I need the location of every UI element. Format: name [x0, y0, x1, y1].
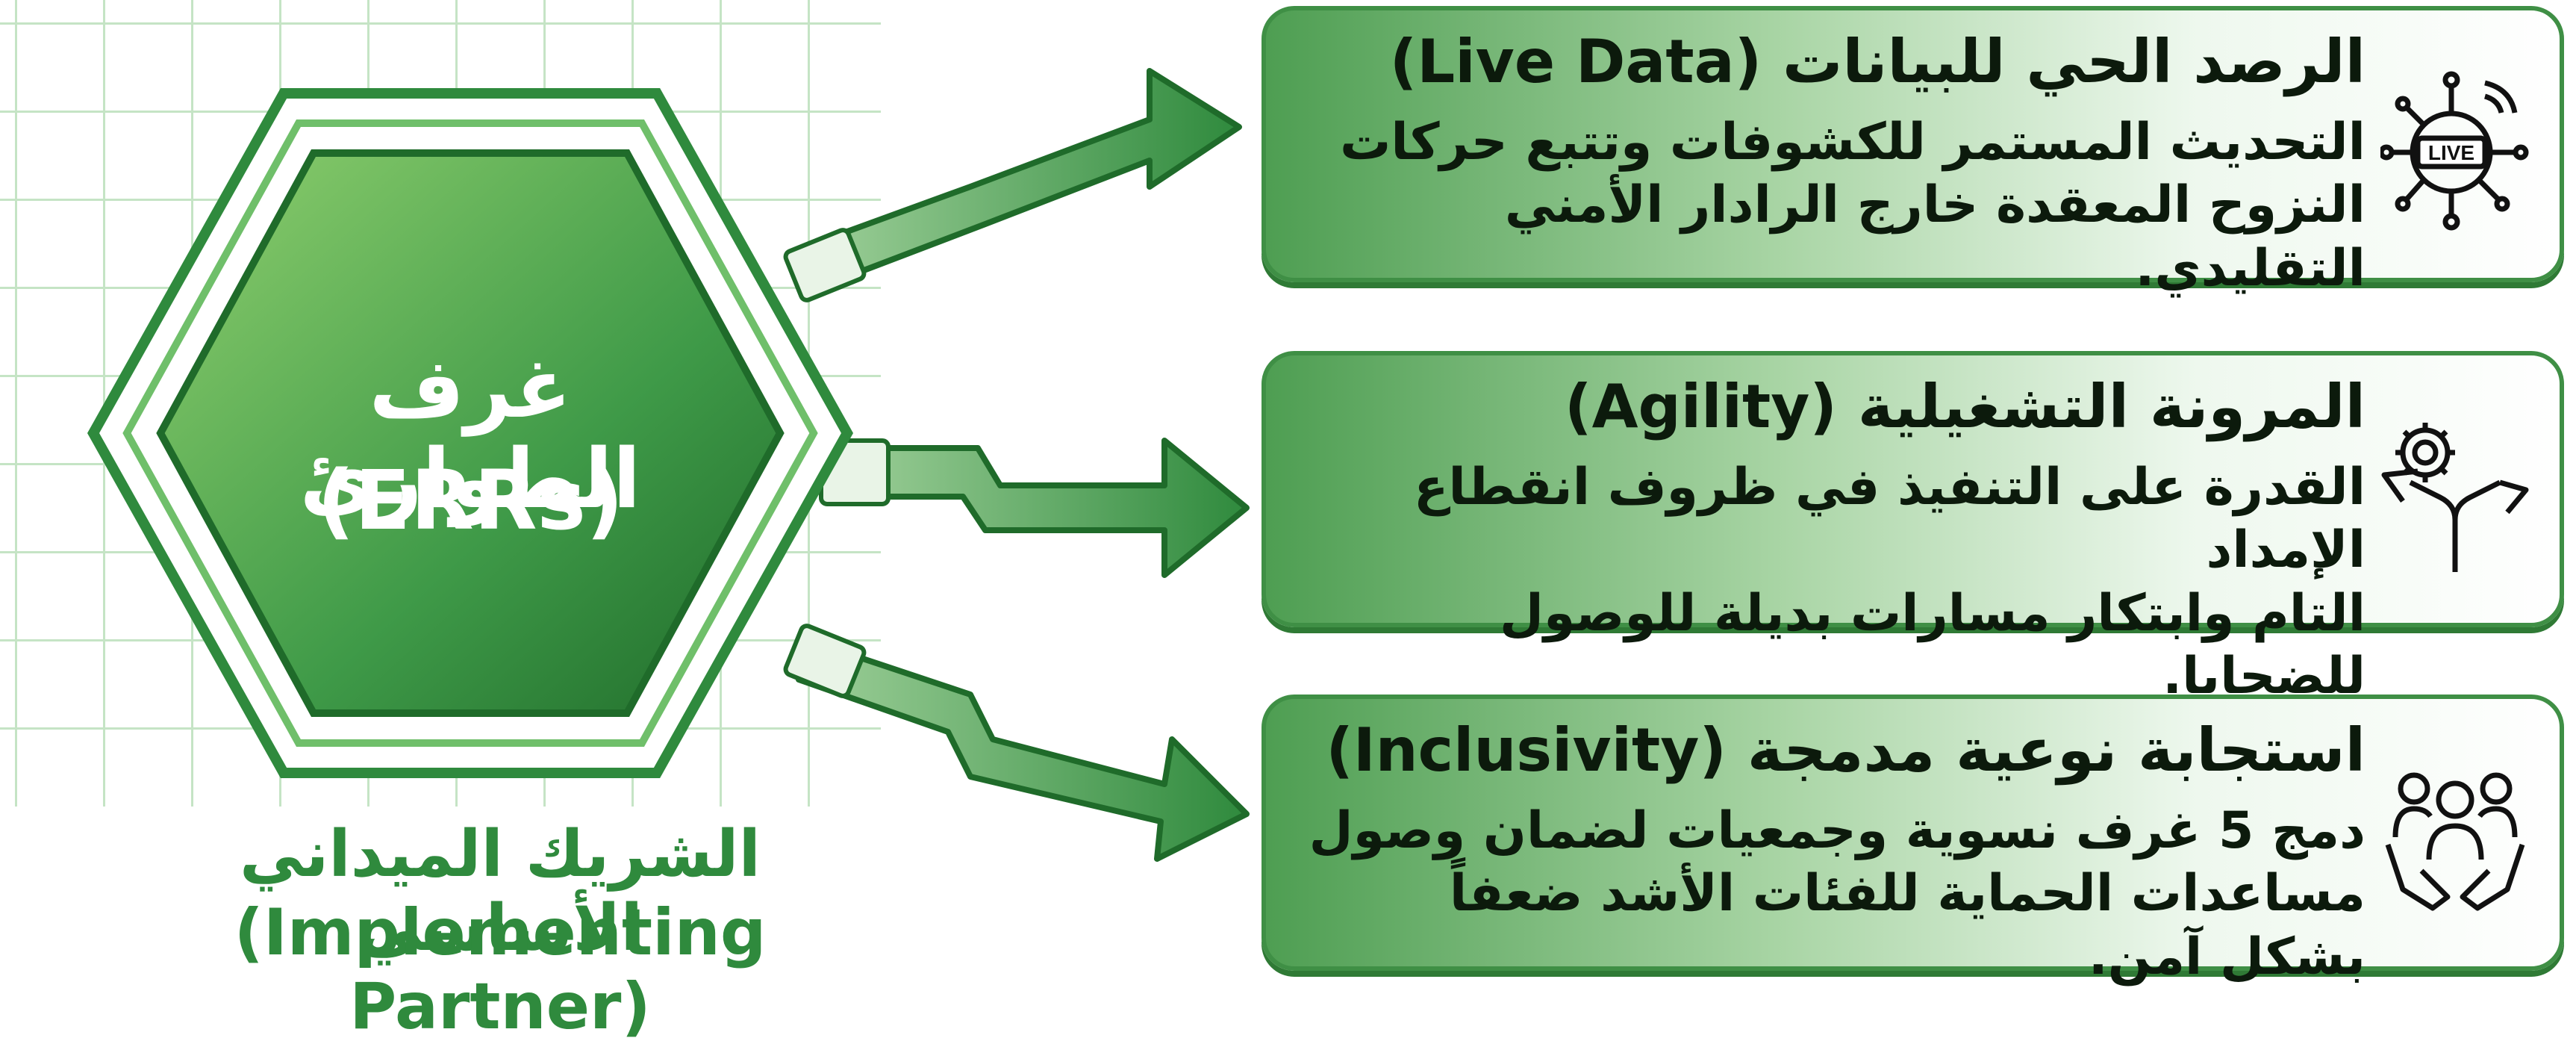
gear-split-arrows-icon — [2380, 411, 2530, 576]
card-description: التحديث المستمر للكشوفات وتتبع حركات الن… — [1306, 111, 2366, 300]
partner-label-english: (Implementing Partner) — [234, 895, 767, 1044]
card-title: المرونة التشغيلية (Agility) — [1565, 372, 2366, 441]
card-description-line: التحديث المستمر للكشوفات وتتبع حركات — [1340, 113, 2366, 172]
card-description-line: النزوح المعقدة خارج الرادار الأمني التقل… — [1504, 175, 2366, 298]
card-description-line: التام وابتكار مسارات بديلة للوصول للضحاي… — [1500, 583, 2366, 706]
partner-label-arabic: الشريك الميداني الأساسي — [239, 817, 761, 966]
card-description: القدرة على التنفيذ في ظروف انقطاع الإمدا… — [1306, 456, 2366, 708]
card-description-line: القدرة على التنفيذ في ظروف انقطاع الإمدا… — [1414, 458, 2366, 580]
hub-title: غرف الطوارئ — [299, 341, 641, 526]
svg-text:LIVE: LIVE — [2428, 141, 2474, 164]
people-in-hands-icon — [2380, 755, 2530, 919]
card-agility: المرونة التشغيلية (Agility) القدرة على ا… — [1262, 351, 2564, 706]
card-description: دمج 5 غرف نسوية وجمعيات لضمان وصول مساعد… — [1306, 800, 2366, 989]
card-description-line: مساعدات الحماية للفئات الأشد ضعفاً بشكل … — [1449, 864, 2366, 986]
hub-subtitle: (ERRs) — [316, 453, 624, 548]
card-description-line: دمج 5 غرف نسوية وجمعيات لضمان وصول — [1309, 801, 2366, 860]
live-network-icon: LIVE — [2378, 66, 2530, 231]
card-title: الرصد الحي للبيانات (Live Data) — [1389, 27, 2366, 96]
card-title: استجابة نوعية مدمجة (Inclusivity) — [1326, 715, 2366, 785]
arrow-to-agility — [819, 438, 1250, 578]
card-inclusivity: استجابة نوعية مدمجة (Inclusivity) دمج 5 … — [1262, 695, 2564, 986]
card-live-data: الرصد الحي للبيانات (Live Data) التحديث … — [1262, 6, 2564, 298]
hub-hexagon — [82, 82, 858, 784]
